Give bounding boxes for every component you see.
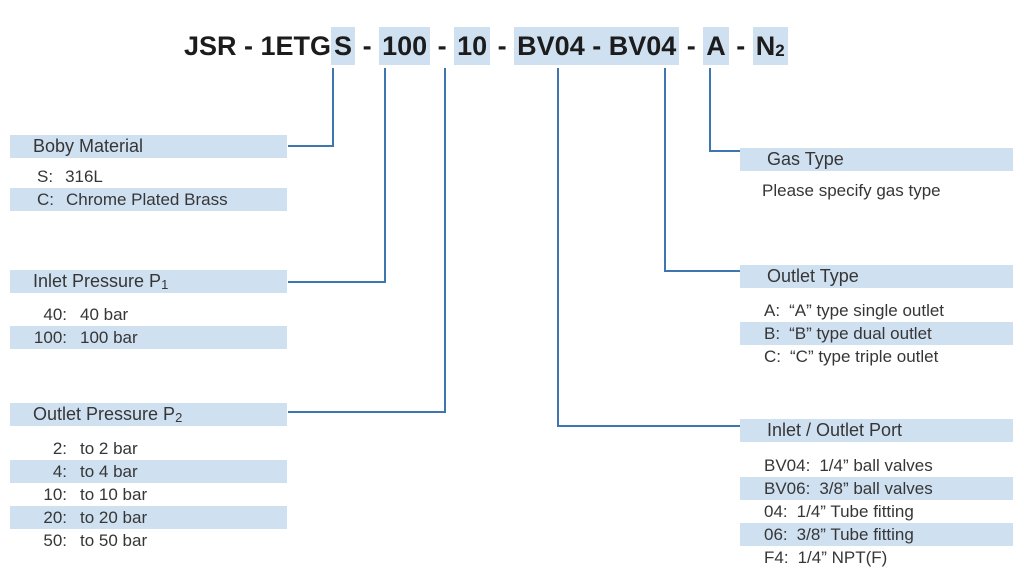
section-inlet-outlet-port: Inlet / Outlet Port BV04: 1/4” ball valv… bbox=[740, 419, 1013, 569]
section-gas-type: Gas Type Please specify gas type bbox=[740, 148, 1013, 202]
connector-outlet-type-vertical bbox=[664, 68, 666, 272]
code-segment-outlet-type: A bbox=[703, 27, 729, 65]
option-label: 316L bbox=[65, 167, 103, 186]
section-body-material: Boby Material S: 316L C: Chrome Plated B… bbox=[10, 135, 287, 211]
connector-inlet-pressure-vertical bbox=[384, 68, 386, 283]
option-label: 1/4” ball valves bbox=[819, 456, 933, 475]
code-segment-body-material: S bbox=[331, 27, 356, 65]
option-code: 4: bbox=[52, 462, 67, 481]
option-label: to 50 bar bbox=[80, 531, 148, 550]
option-label: “C” type triple outlet bbox=[790, 347, 939, 366]
option-row: 06: 3/8” Tube fitting bbox=[740, 523, 1013, 546]
connector-gas-type-vertical bbox=[709, 68, 711, 152]
connector-inlet-pressure-horizontal bbox=[288, 281, 386, 283]
option-code: 20: bbox=[43, 508, 67, 527]
option-row: 10: to 10 bar bbox=[10, 483, 287, 506]
option-label: 3/8” ball valves bbox=[819, 479, 933, 498]
subscript: 2 bbox=[175, 410, 183, 425]
option-code: B: bbox=[764, 324, 781, 343]
section-outlet-type: Outlet Type A: “A” type single outlet B:… bbox=[740, 265, 1013, 368]
code-separator: - bbox=[728, 30, 753, 61]
option-code: 2: bbox=[52, 439, 67, 458]
code-separator: - bbox=[355, 30, 380, 61]
option-label: to 2 bar bbox=[80, 439, 138, 458]
option-row: BV04: 1/4” ball valves bbox=[740, 454, 1013, 477]
code-separator: - bbox=[490, 30, 515, 61]
option-label: 100 bar bbox=[80, 328, 138, 347]
section-header: Outlet Type bbox=[740, 265, 1013, 288]
option-label: 1/4” NPT(F) bbox=[797, 548, 888, 567]
option-row: C: “C” type triple outlet bbox=[740, 345, 1013, 368]
option-row: A: “A” type single outlet bbox=[740, 299, 1013, 322]
option-row: B: “B” type dual outlet bbox=[740, 322, 1013, 345]
option-row: 2: to 2 bar bbox=[10, 437, 287, 460]
section-header: Inlet Pressure P1 bbox=[10, 270, 287, 293]
connector-body-material-horizontal bbox=[288, 145, 334, 147]
section-header: Outlet Pressure P2 bbox=[10, 403, 287, 426]
section-header: Gas Type bbox=[740, 148, 1013, 171]
connector-port-vertical bbox=[557, 68, 559, 427]
option-code: 50: bbox=[43, 531, 67, 550]
option-code: 04: bbox=[764, 502, 788, 521]
code-segment-prefix: JSR - 1ETG bbox=[184, 30, 332, 61]
code-segment-outlet-pressure: 10 bbox=[454, 27, 491, 65]
option-label: to 4 bar bbox=[80, 462, 138, 481]
option-code: S: bbox=[37, 167, 54, 186]
code-segment-inlet-pressure: 100 bbox=[379, 27, 431, 65]
code-segment-ports: BV04 - BV04 bbox=[514, 27, 680, 65]
section-header: Boby Material bbox=[10, 135, 287, 158]
gas-symbol-subscript: 2 bbox=[775, 41, 785, 60]
option-label: Chrome Plated Brass bbox=[66, 190, 228, 209]
option-row: 4: to 4 bar bbox=[10, 460, 287, 483]
option-label: 1/4” Tube fitting bbox=[796, 502, 914, 521]
section-outlet-pressure: Outlet Pressure P2 2: to 2 bar 4: to 4 b… bbox=[10, 403, 287, 552]
section-inlet-pressure: Inlet Pressure P1 40: 40 bar 100: 100 ba… bbox=[10, 270, 287, 349]
option-label: 3/8” Tube fitting bbox=[796, 525, 914, 544]
option-label: to 10 bar bbox=[80, 485, 148, 504]
gas-symbol: N bbox=[755, 30, 776, 61]
option-code: 10: bbox=[43, 485, 67, 504]
option-row: C: Chrome Plated Brass bbox=[10, 188, 287, 211]
connector-outlet-pressure-vertical bbox=[444, 68, 446, 413]
connector-body-material-vertical bbox=[332, 68, 334, 147]
option-code: F4: bbox=[764, 548, 789, 567]
option-label: Please specify gas type bbox=[762, 181, 941, 200]
gas-type-note: Please specify gas type bbox=[740, 179, 1013, 202]
subscript: 1 bbox=[161, 277, 169, 292]
option-label: 40 bar bbox=[80, 305, 129, 324]
code-separator: - bbox=[430, 30, 455, 61]
connector-port-horizontal bbox=[557, 425, 740, 427]
option-code: 100: bbox=[33, 328, 67, 347]
option-code: C: bbox=[37, 190, 54, 209]
option-code: 40: bbox=[43, 305, 67, 324]
code-separator: - bbox=[679, 30, 704, 61]
ordering-code-title: JSR - 1ETG S - 100 - 10 - BV04 - BV04 - … bbox=[184, 27, 788, 65]
option-label: “B” type dual outlet bbox=[789, 324, 932, 343]
option-label: to 20 bar bbox=[80, 508, 148, 527]
option-row: 100: 100 bar bbox=[10, 326, 287, 349]
option-code: A: bbox=[764, 301, 781, 320]
code-segment-gas-type: N 2 bbox=[752, 27, 788, 65]
option-row: F4: 1/4” NPT(F) bbox=[740, 546, 1013, 569]
option-row: 50: to 50 bar bbox=[10, 529, 287, 552]
option-row: 20: to 20 bar bbox=[10, 506, 287, 529]
option-code: BV06: bbox=[764, 479, 811, 498]
option-code: C: bbox=[764, 347, 781, 366]
option-code: BV04: bbox=[764, 456, 811, 475]
option-row: 04: 1/4” Tube fitting bbox=[740, 500, 1013, 523]
option-row: BV06: 3/8” ball valves bbox=[740, 477, 1013, 500]
option-label: “A” type single outlet bbox=[789, 301, 945, 320]
option-row: S: 316L bbox=[10, 165, 287, 188]
connector-outlet-type-horizontal bbox=[664, 270, 740, 272]
connector-outlet-pressure-horizontal bbox=[288, 411, 446, 413]
section-header: Inlet / Outlet Port bbox=[740, 419, 1013, 442]
option-code: 06: bbox=[764, 525, 788, 544]
option-row: 40: 40 bar bbox=[10, 303, 287, 326]
connector-gas-type-horizontal bbox=[709, 150, 741, 152]
